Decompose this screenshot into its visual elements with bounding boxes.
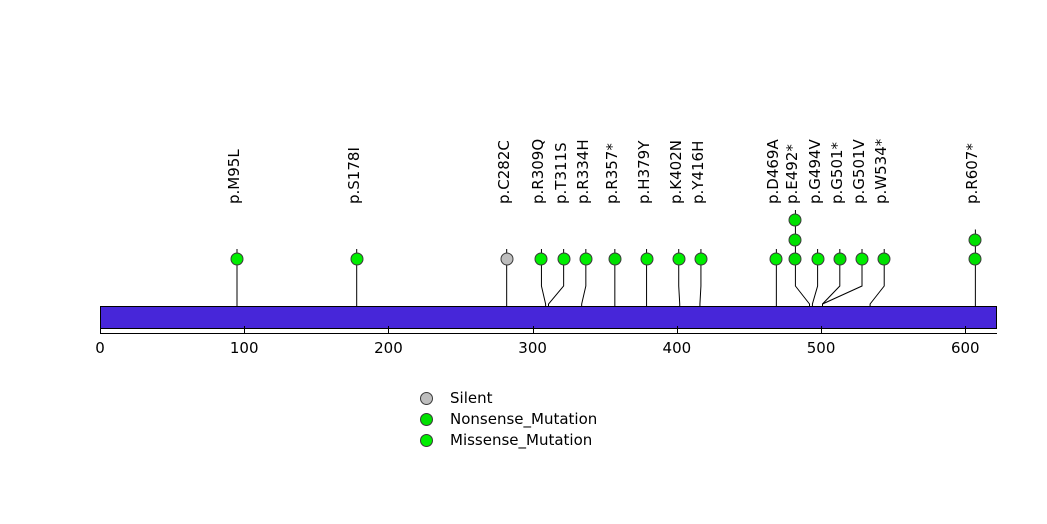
mutation-label: p.G501V [850, 139, 868, 204]
x-axis-tick-label: 500 [806, 339, 836, 357]
protein-backbone-bar [100, 306, 997, 329]
mutation-dot[interactable] [694, 252, 708, 266]
mutation-label: p.M95L [225, 149, 243, 204]
mutation-dot[interactable] [968, 252, 982, 266]
x-axis-tick [965, 326, 967, 333]
mutation-label: p.E492* [783, 144, 802, 204]
mutation-dot[interactable] [608, 252, 622, 266]
x-axis-tick-label: 400 [662, 339, 692, 357]
legend-label: Nonsense_Mutation [450, 410, 598, 428]
mutation-dot[interactable] [855, 252, 869, 266]
mutation-dot[interactable] [350, 252, 364, 266]
mutation-label: p.R334H [573, 139, 592, 204]
mutation-label: p.W534* [872, 138, 891, 204]
legend-color-swatch [420, 413, 433, 426]
mutation-dot[interactable] [788, 233, 802, 246]
mutation-dot[interactable] [877, 252, 891, 266]
mutation-dot[interactable] [788, 252, 802, 266]
x-axis-tick-label: 600 [950, 339, 980, 357]
x-axis-tick [244, 326, 246, 333]
x-axis-tick [100, 326, 101, 333]
x-axis-tick [388, 326, 390, 333]
mutation-label: p.K402N [666, 140, 685, 204]
mutation-dot[interactable] [557, 252, 571, 266]
x-axis-tick [532, 326, 534, 333]
x-axis-tick [676, 326, 678, 333]
mutation-dot[interactable] [672, 252, 686, 266]
mutation-label: p.H379Y [634, 140, 653, 204]
mutation-dot[interactable] [833, 252, 847, 266]
legend-label: Silent [450, 389, 493, 407]
mutation-dot[interactable] [534, 252, 548, 266]
mutation-label: p.R357* [602, 143, 621, 204]
mutation-dot[interactable] [640, 252, 654, 266]
mutation-label: p.R309Q [529, 138, 548, 204]
mutation-label: p.C282C [494, 140, 513, 204]
mutation-dot[interactable] [230, 252, 244, 266]
mutation-dot[interactable] [811, 252, 825, 266]
x-axis-tick-label: 200 [374, 339, 403, 357]
mutation-dot[interactable] [788, 213, 802, 227]
mutation-label: p.D469A [764, 139, 783, 204]
x-axis-line [100, 333, 997, 334]
x-axis-tick-label: 300 [518, 339, 547, 357]
mutation-label: p.Y416H [688, 140, 707, 204]
mutation-dot[interactable] [968, 233, 982, 246]
mutation-dot[interactable] [500, 252, 514, 266]
mutation-label: p.G501* [827, 141, 846, 204]
x-axis-tick-label: 100 [229, 339, 259, 357]
mutation-dot[interactable] [769, 252, 783, 266]
mutation-label: p.S178I [344, 147, 363, 204]
legend-label: Missense_Mutation [450, 431, 593, 449]
mutation-label: p.R607* [963, 143, 982, 204]
mutation-label: p.T311S [551, 142, 570, 204]
legend-color-swatch [420, 392, 433, 405]
x-axis-tick-label: 0 [95, 339, 105, 357]
legend-color-swatch [420, 434, 433, 447]
mutation-dot[interactable] [579, 252, 593, 266]
mutation-label: p.G494V [805, 139, 824, 204]
x-axis-tick [821, 326, 823, 333]
